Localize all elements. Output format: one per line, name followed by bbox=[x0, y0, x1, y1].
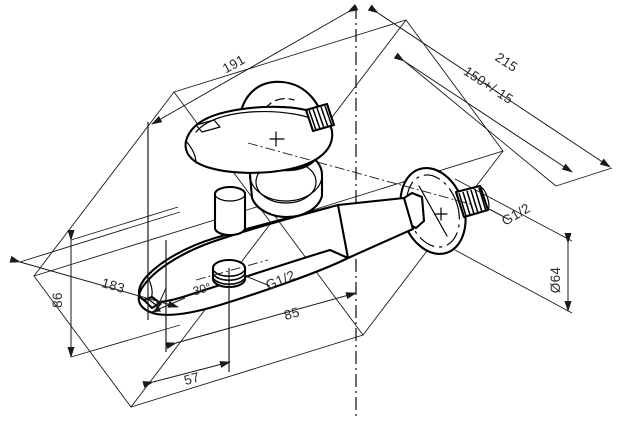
dimension-86: 86 bbox=[50, 230, 75, 358]
dimension-86-label: 86 bbox=[50, 292, 65, 308]
center-cross-mark-body bbox=[269, 131, 285, 147]
dimension-dia64: Ø64 bbox=[548, 233, 572, 312]
annotation-thread-right: G1/2 bbox=[486, 200, 533, 229]
extension-lines-dia64 bbox=[454, 178, 573, 314]
dimension-191-label: 191 bbox=[220, 52, 248, 76]
dimension-dia64-label: Ø64 bbox=[548, 267, 563, 294]
dimension-57-label: 57 bbox=[182, 369, 201, 388]
wall-plane-extension-lines bbox=[19, 167, 613, 263]
inlet-thread-right bbox=[454, 184, 490, 219]
diverter-knob bbox=[213, 185, 247, 237]
center-cross-mark-escutcheon bbox=[434, 207, 448, 221]
body-axis-centerline bbox=[195, 142, 471, 281]
dimension-183-label: 183 bbox=[100, 275, 127, 296]
dimension-57: 57 bbox=[142, 361, 231, 388]
bath-shower-mixer-object bbox=[137, 80, 490, 316]
extension-lines-left bbox=[70, 206, 181, 358]
mixer-body-bar bbox=[336, 196, 415, 260]
dimension-85: 85 bbox=[165, 292, 357, 350]
extension-lines-right bbox=[403, 60, 557, 187]
dimension-183: 183 bbox=[9, 255, 179, 308]
dimension-215-label: 215 bbox=[493, 50, 521, 75]
dimension-85-label: 85 bbox=[282, 304, 301, 323]
